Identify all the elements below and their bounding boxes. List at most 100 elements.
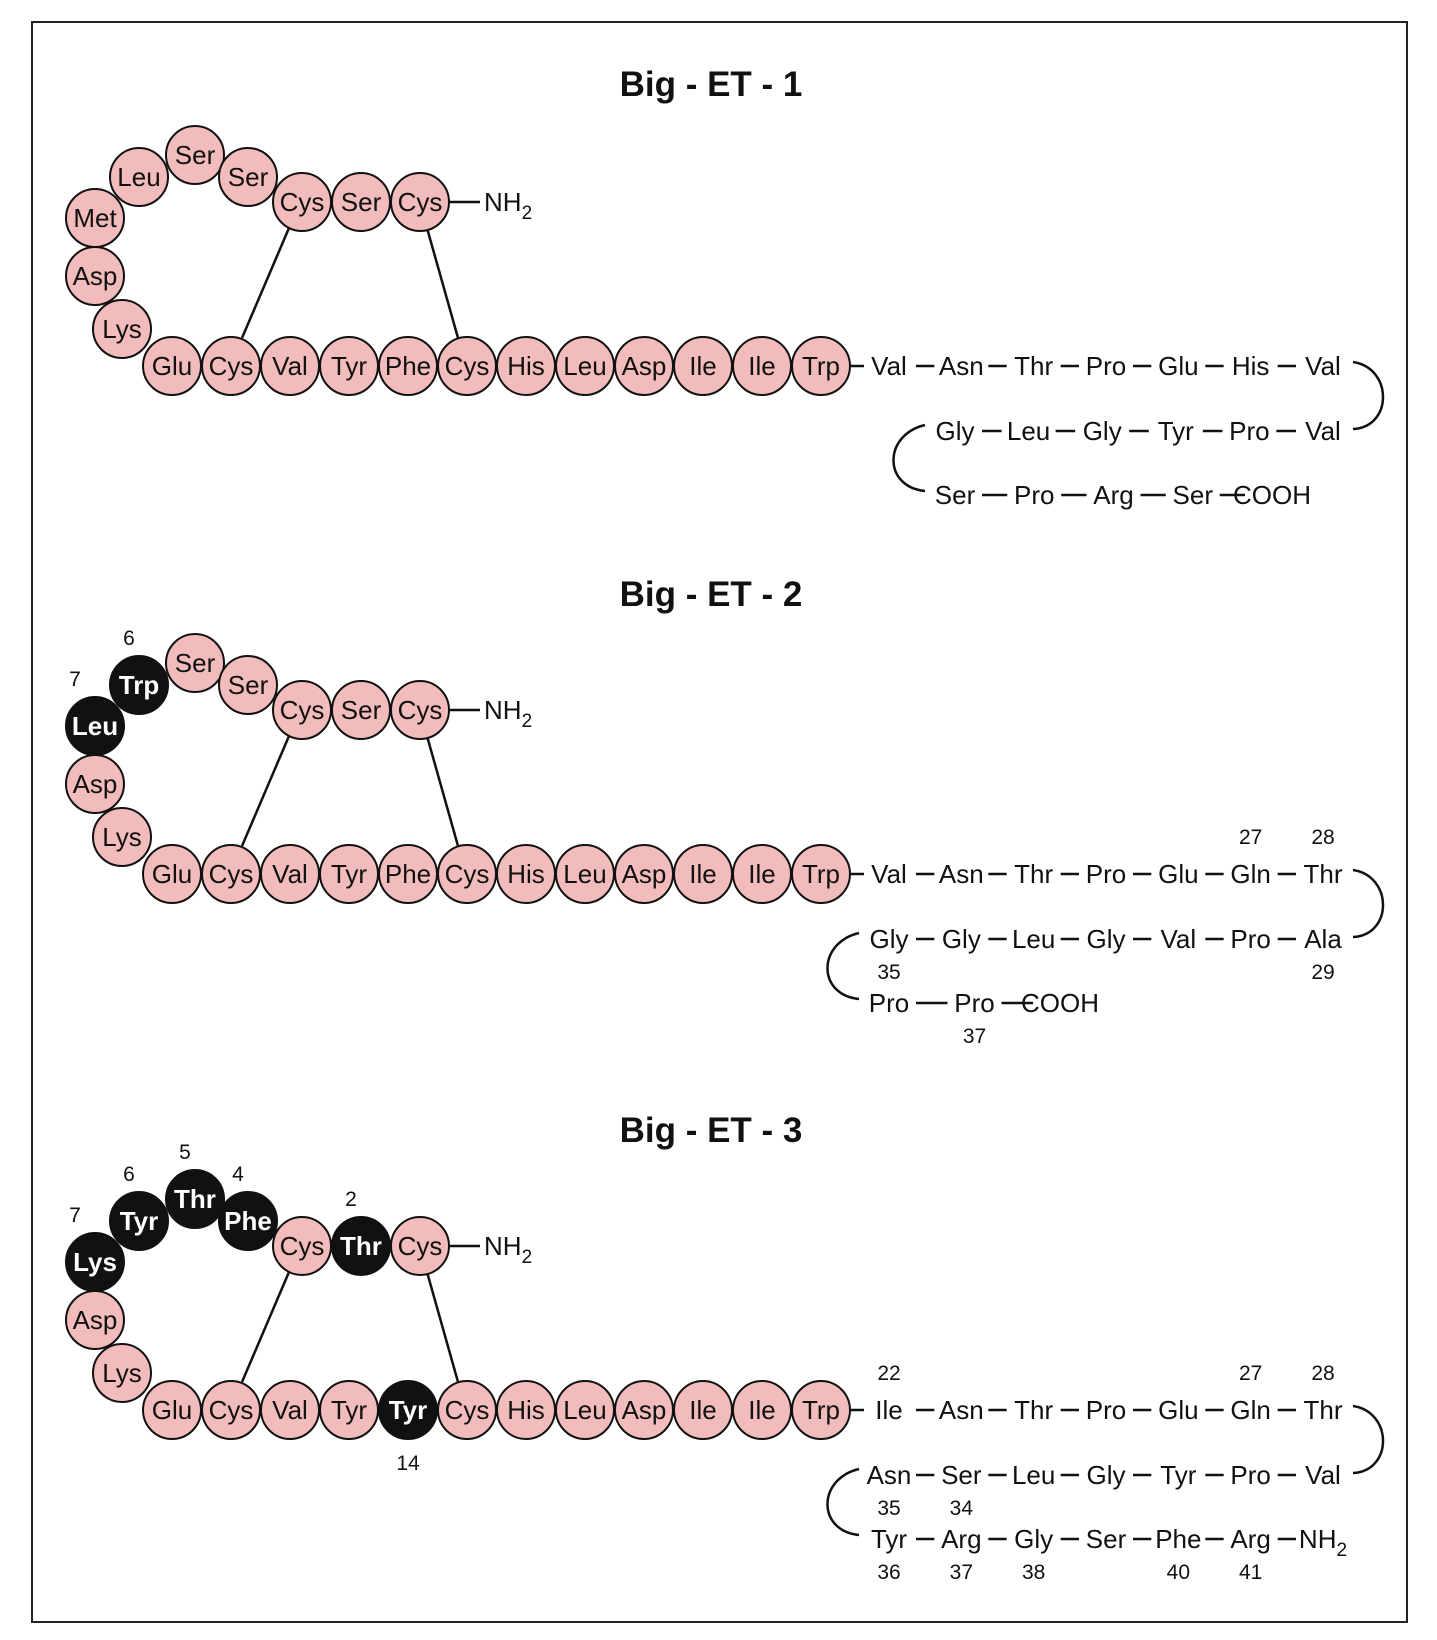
- residue-circle: [109, 1191, 169, 1251]
- residue-circle: [165, 1169, 225, 1229]
- tail-residue: Asn: [939, 1395, 984, 1425]
- tail-residue: Leu: [1012, 1460, 1055, 1490]
- residue-number: 6: [123, 627, 135, 650]
- tail-residue: Pro: [1229, 416, 1269, 446]
- residue-ser: Ser: [331, 172, 391, 232]
- residue-label: Ser: [341, 187, 382, 217]
- residue-trp: Trp: [791, 1380, 851, 1440]
- residue-ser: Ser: [165, 125, 225, 185]
- tail-residue: Leu: [1007, 416, 1050, 446]
- residue-label: Cys: [445, 351, 490, 381]
- residue-his: His: [496, 844, 556, 904]
- peptide-title-big-et-1: Big - ET - 1: [620, 65, 803, 104]
- residue-circle: [65, 246, 125, 306]
- tail-residue: Gly: [936, 416, 975, 446]
- residue-label: His: [507, 351, 545, 381]
- tail-residue: Ser: [1173, 480, 1214, 510]
- residue-glu: Glu: [142, 1380, 202, 1440]
- residue-label: Cys: [280, 187, 325, 217]
- residue-ser: Ser: [331, 680, 391, 740]
- residue-phe: Phe: [378, 844, 438, 904]
- tail-residue: Glu: [1158, 351, 1198, 381]
- residue-label: Cys: [398, 187, 443, 217]
- tail-residue-number: 27: [1239, 826, 1262, 849]
- tail-residue: Glu: [1158, 1395, 1198, 1425]
- residue-circle: [218, 655, 278, 715]
- residue-number: 7: [69, 1204, 81, 1227]
- residue-number: 4: [232, 1163, 244, 1186]
- tail-residue-number: 28: [1311, 1362, 1334, 1385]
- residue-lys: Lys: [92, 1343, 152, 1403]
- residue-leu: Leu: [109, 147, 169, 207]
- residue-label: His: [507, 1395, 545, 1425]
- residue-cys: Cys: [437, 844, 497, 904]
- tail-residue: Arg: [1230, 1524, 1270, 1554]
- residue-label: Asp: [622, 351, 667, 381]
- residue-label: Lys: [102, 314, 142, 344]
- tail-residue: Ile: [875, 1395, 902, 1425]
- disulfide-bond: [425, 227, 460, 339]
- subscript: 2: [522, 203, 533, 224]
- tail-residue: Tyr: [871, 1524, 907, 1554]
- subscript: 2: [522, 711, 533, 732]
- residue-lys: Lys: [92, 299, 152, 359]
- residue-circle: [165, 125, 225, 185]
- residue-label: Asp: [73, 1305, 118, 1335]
- chain-turn: [826, 931, 860, 1001]
- tail-residue: Thr: [1014, 351, 1053, 381]
- residue-asp: Asp: [614, 844, 674, 904]
- residue-circle: [218, 1191, 278, 1251]
- residue-cys: Cys: [201, 844, 261, 904]
- residue-cys: Cys: [390, 680, 450, 740]
- residue-circle: [65, 754, 125, 814]
- tail-residue: Val: [1305, 416, 1341, 446]
- tail-residue: Gln: [1230, 859, 1270, 889]
- tail-residue: Arg: [941, 1524, 981, 1554]
- residue-label: Leu: [563, 351, 606, 381]
- residue-circle: [92, 299, 152, 359]
- subscript: 2: [522, 1247, 533, 1268]
- residue-asp: Asp: [614, 1380, 674, 1440]
- figure-frame: [31, 21, 1408, 1623]
- tail-residue-number: 35: [877, 961, 900, 984]
- residue-trp: Trp: [791, 336, 851, 396]
- residue-label: Cys: [398, 695, 443, 725]
- tail-residue-number: 36: [877, 1561, 900, 1584]
- tail-residue: Asn: [939, 859, 984, 889]
- chain-turn: [1352, 360, 1385, 431]
- residue-circle: [65, 1290, 125, 1350]
- residue-label: Tyr: [120, 1206, 159, 1236]
- residue-circle: [218, 147, 278, 207]
- residue-label: Ile: [748, 859, 775, 889]
- residue-label: Val: [272, 859, 308, 889]
- residue-ile: Ile: [732, 844, 792, 904]
- residue-number: 6: [123, 1163, 135, 1186]
- tail-residue: Pro: [1086, 1395, 1126, 1425]
- disulfide-bonds: [240, 1271, 460, 1383]
- residue-lys: Lys: [92, 807, 152, 867]
- tail-residue-number: 35: [877, 1497, 900, 1520]
- residue-ile: Ile: [732, 1380, 792, 1440]
- tail-residue: Leu: [1012, 924, 1055, 954]
- residue-ile: Ile: [732, 336, 792, 396]
- residue-ile: Ile: [673, 1380, 733, 1440]
- residue-label: Asp: [73, 769, 118, 799]
- residue-tyr: Tyr 6: [109, 1163, 169, 1251]
- residue-label: Tyr: [389, 1395, 428, 1425]
- tail-residue-number: 40: [1167, 1561, 1190, 1584]
- tail-residue-number: 28: [1311, 826, 1334, 849]
- residue-label: Asp: [622, 859, 667, 889]
- residue-label: Trp: [802, 859, 840, 889]
- tail-residue-number: 37: [950, 1561, 973, 1584]
- residue-label: Glu: [152, 859, 192, 889]
- residue-label: Cys: [398, 1231, 443, 1261]
- tail-residue: Pro: [1086, 859, 1126, 889]
- tail-residue: Tyr: [1160, 1460, 1196, 1490]
